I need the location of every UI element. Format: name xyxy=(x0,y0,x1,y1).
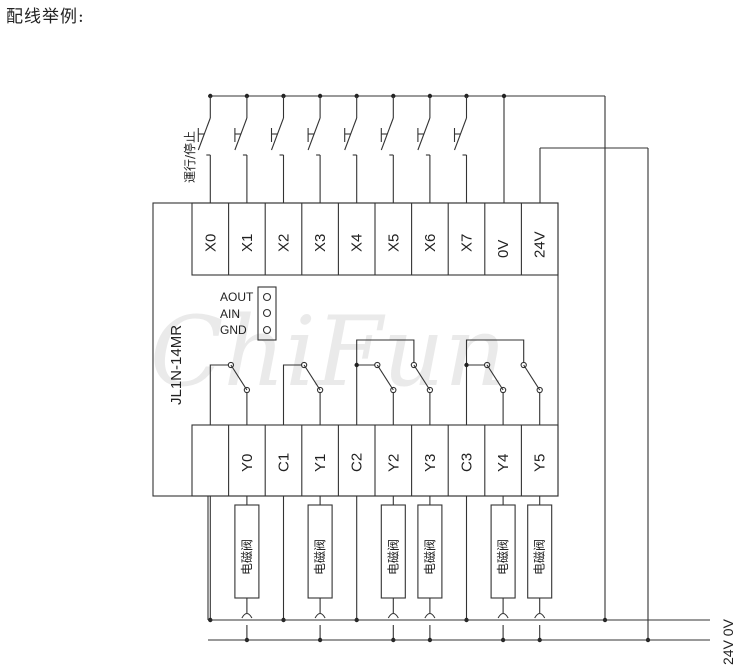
solenoid-valve: 电磁阀 xyxy=(490,496,516,643)
output-terminal-label: C2 xyxy=(349,453,366,472)
input-terminal-label: X6 xyxy=(422,234,439,252)
input-terminal-label: X0 xyxy=(202,234,219,252)
input-terminals: X0 X1 X2 X3 X4 X5 X6 X7 0V 24V xyxy=(202,203,549,275)
input-terminal-label: X5 xyxy=(385,234,402,252)
input-switch xyxy=(344,93,359,203)
analog-connector xyxy=(257,286,277,341)
input-terminal-label: X3 xyxy=(312,234,329,252)
input-switches xyxy=(197,93,507,203)
solenoid-label: 电磁阀 xyxy=(532,539,547,575)
output-terminal-label: Y3 xyxy=(422,454,439,472)
solenoid-loads: 电磁阀 电磁阀 电磁阀 电磁阀 电磁阀 电磁阀 xyxy=(207,496,651,643)
input-terminal-label: X4 xyxy=(349,234,366,252)
relay-y4-y5 xyxy=(464,339,543,425)
input-switch xyxy=(234,93,250,203)
output-terminal-label: Y2 xyxy=(385,454,402,472)
relay-y0 xyxy=(209,361,251,425)
input-switch xyxy=(307,93,323,203)
watermark-text: ChiFun xyxy=(150,296,506,408)
gnd-label: GND xyxy=(220,323,247,337)
run-stop-label: 運行/停止 xyxy=(182,131,197,183)
gnd-pin xyxy=(262,325,272,335)
solenoid-valve: 电磁阀 xyxy=(234,496,260,643)
input-terminal-label: 24V xyxy=(532,231,549,258)
bus-junction-dot xyxy=(501,93,507,99)
input-terminal-label: X7 xyxy=(459,234,476,252)
input-switch xyxy=(270,93,286,203)
solenoid-label: 电磁阀 xyxy=(385,539,400,575)
solenoid-label: 电磁阀 xyxy=(312,539,327,575)
ain-label: AIN xyxy=(220,307,240,321)
input-switch xyxy=(380,93,396,203)
relay-y1 xyxy=(282,361,324,425)
solenoid-label: 电磁阀 xyxy=(495,539,510,575)
output-terminal-label: Y0 xyxy=(239,454,256,472)
solenoid-label: 电磁阀 xyxy=(422,539,437,575)
input-switch xyxy=(453,93,469,203)
supply-label: 24V 0V xyxy=(720,618,736,665)
aout-label: AOUT xyxy=(220,290,254,304)
output-terminal-label: Y1 xyxy=(312,454,329,472)
relay-contacts xyxy=(209,339,543,425)
input-switch xyxy=(417,93,433,203)
ain-pin xyxy=(262,308,272,318)
solenoid-valve: 电磁阀 xyxy=(380,496,406,643)
common-return xyxy=(354,496,359,623)
input-switch xyxy=(197,93,213,203)
output-terminal-label: Y4 xyxy=(495,454,512,472)
input-terminal-label: X1 xyxy=(239,234,256,252)
aout-pin xyxy=(262,292,272,302)
model-label: JL1N-14MR xyxy=(168,325,185,405)
input-terminal-label: X2 xyxy=(276,234,293,252)
page-heading: 配线举例: xyxy=(6,7,85,27)
output-terminal-label: C1 xyxy=(276,453,293,472)
solenoid-valve: 电磁阀 xyxy=(307,496,333,643)
common-return xyxy=(208,496,213,623)
relay-y2-y3 xyxy=(354,339,434,425)
common-return xyxy=(464,496,469,623)
solenoid-valve: 电磁阀 xyxy=(527,496,553,643)
common-return xyxy=(281,496,286,623)
output-terminal-label: Y5 xyxy=(532,454,549,472)
output-terminals: Y0 C1 Y1 C2 Y2 Y3 C3 Y4 Y5 xyxy=(228,425,549,496)
input-terminal-label: 0V xyxy=(495,240,512,258)
solenoid-label: 电磁阀 xyxy=(239,539,254,575)
output-terminal-label: C3 xyxy=(459,453,476,472)
